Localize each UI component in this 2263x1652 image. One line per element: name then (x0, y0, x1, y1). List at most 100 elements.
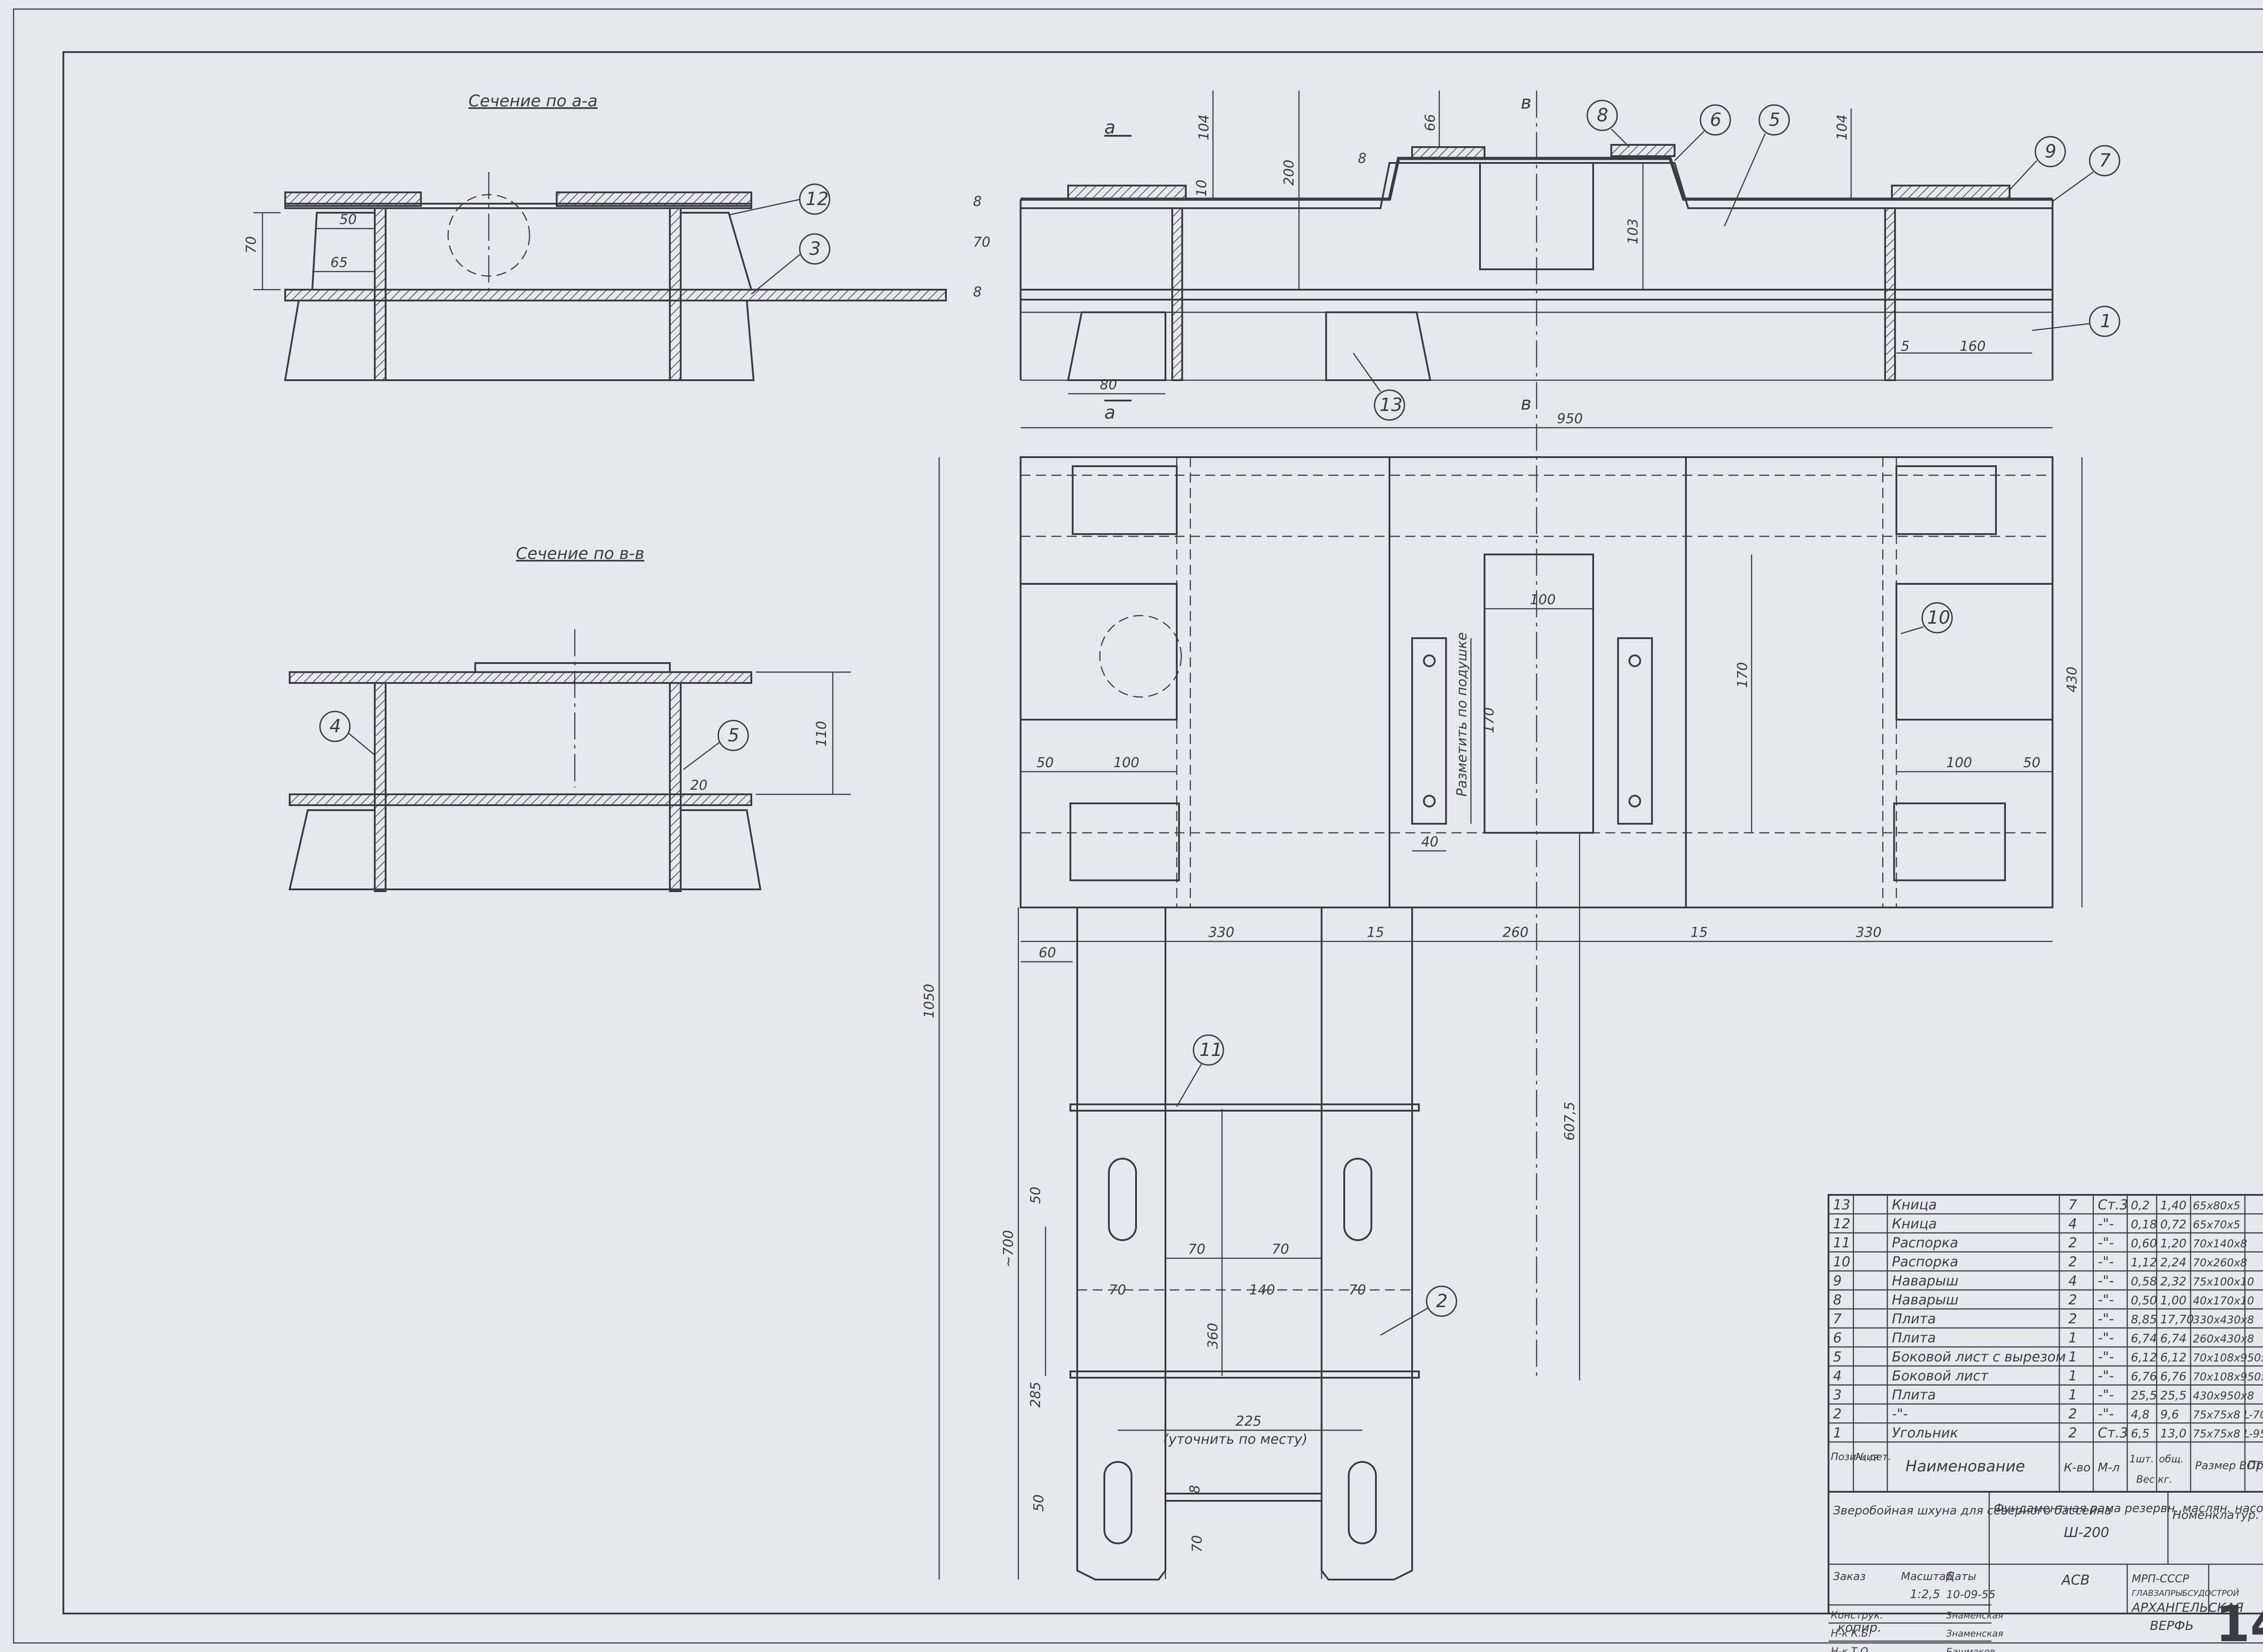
drawing-number: 1465 (2215, 1595, 2263, 1652)
title-org1: МРП-СССР (2132, 1572, 2189, 1585)
svg-text:170: 170 (1481, 707, 1497, 733)
bom-h-weight: Вес кг. (2136, 1474, 2172, 1485)
bom-weight-each: 0,58 (2131, 1275, 2157, 1289)
bom-name: Угольник (1892, 1425, 1958, 1441)
bom-name: Кница (1892, 1197, 1937, 1213)
bom-name: Кница (1892, 1216, 1937, 1232)
svg-text:70: 70 (1109, 1282, 1126, 1298)
bom-weight-each: 4,8 (2131, 1408, 2149, 1422)
balloon-5b (1758, 104, 1790, 136)
bom-qty: 4 (2068, 1216, 2077, 1232)
section-bb-title: Сечение по в-в (516, 544, 645, 563)
svg-text:140: 140 (1249, 1282, 1275, 1298)
bom-material: Ст.3 (2098, 1197, 2128, 1213)
balloon-1 (2089, 306, 2120, 337)
elev-web-left (1171, 207, 1183, 381)
title-name: Башмаков (1946, 1646, 1995, 1652)
title-name: Знаменская (1946, 1610, 2003, 1621)
svg-text:10: 10 (1194, 180, 1210, 197)
section-aa: Сечение по а-а 70 50 65 12 3 (243, 92, 947, 381)
bom-size: 70х260х8 (2193, 1256, 2247, 1269)
bom-weight-each: 6,76 (2131, 1370, 2157, 1384)
bom-weight-total: 1,00 (2160, 1294, 2187, 1308)
aa-hole-outline (447, 194, 530, 277)
bom-material: -"- (2098, 1235, 2114, 1251)
title-date: 10-09-55 (1946, 1588, 1996, 1601)
balloon-12 (799, 183, 831, 215)
title-role: Н-к К.Б. (1831, 1628, 1871, 1639)
aa-lower-knee-left (284, 300, 376, 381)
bracket-left (1411, 637, 1447, 825)
elevation-view: а а в в 950 80 104 10 200 66 8 103 104 5… (973, 91, 2120, 1380)
outer-frame (13, 8, 2263, 1644)
elev-top-plate (1021, 157, 2053, 201)
bom-weight-total: 6,74 (2160, 1332, 2187, 1346)
svg-text:200: 200 (1281, 160, 1297, 186)
svg-text:(уточнить по месту): (уточнить по месту) (1163, 1432, 1308, 1447)
bom-size: 70х108х950х8 (2193, 1351, 2263, 1364)
bom-material: -"- (2098, 1368, 2114, 1384)
copy-label: копир. (1838, 1620, 1881, 1635)
svg-text:50: 50 (1036, 755, 1054, 771)
plan-plate-left (1020, 456, 1390, 908)
svg-text:104: 104 (1196, 115, 1212, 140)
balloon-4 (319, 711, 351, 742)
svg-text:50: 50 (1031, 1494, 1047, 1512)
balloon-9 (2034, 136, 2066, 167)
bom-pos: 5 (1833, 1349, 1842, 1365)
slot-2 (1343, 1158, 1372, 1241)
bom-size: 40х170х10 (2193, 1294, 2254, 1307)
spacer-11 (1069, 1103, 1420, 1112)
bom-qty: 1 (2068, 1349, 2077, 1365)
pad-mr (1895, 583, 2053, 721)
bom-name: Боковой лист с вырезом (1892, 1349, 2066, 1365)
bom-weight-each: 6,74 (2131, 1332, 2157, 1346)
bom-qty: 1 (2068, 1387, 2077, 1403)
bom-size: 260х430х8 (2193, 1332, 2254, 1345)
bom-name: Наварыш (1892, 1273, 1958, 1289)
bom-size: 330х430х8 (2193, 1313, 2254, 1326)
bom-material: -"- (2098, 1387, 2114, 1403)
aa-lower-knee-right (680, 300, 755, 381)
bom-name: Наварыш (1892, 1292, 1958, 1308)
bom-h-qty: К-во (2064, 1461, 2091, 1475)
pad-br (1893, 802, 2006, 881)
svg-text:а: а (1104, 117, 1116, 138)
balloon-10 (1921, 602, 1953, 634)
bb-pad (474, 662, 671, 673)
svg-text:65: 65 (330, 255, 348, 271)
bom-pos: 12 (1833, 1216, 1850, 1232)
svg-text:103: 103 (1625, 219, 1641, 244)
bom-weight-total: 17,70 (2160, 1313, 2194, 1327)
bom-h-note: Примеч. (2247, 1459, 2263, 1472)
bom-pos: 9 (1833, 1273, 1842, 1289)
inner-frame (62, 51, 2263, 1614)
bb-web-left (374, 682, 387, 892)
aa-mid-plate (284, 289, 947, 301)
svg-text:а: а (1104, 402, 1116, 423)
bom-weight-each: 6,12 (2131, 1351, 2157, 1365)
bom-pos: 8 (1833, 1292, 1842, 1308)
bom-pos: 3 (1833, 1387, 1842, 1403)
title-part: Фундаментная рама резервн. маслян. насос… (1994, 1502, 2263, 1515)
svg-text:100: 100 (1946, 755, 1972, 771)
aa-knee-right (680, 212, 753, 291)
bom-weight-each: 0,18 (2131, 1218, 2157, 1232)
pad-tl (1072, 465, 1178, 535)
bom-weight-each: 1,12 (2131, 1256, 2157, 1270)
pad-center (1484, 554, 1594, 834)
bom-weight-total: 6,12 (2160, 1351, 2187, 1365)
bom-name: Распорка (1892, 1254, 1958, 1270)
bom-material: -"- (2098, 1292, 2114, 1308)
title-scale-label: Масштаб (1901, 1570, 1953, 1583)
svg-text:8: 8 (1597, 105, 1608, 126)
aa-knee-left (311, 212, 376, 291)
bom-size: 430х950х8 (2193, 1389, 2254, 1402)
svg-text:в: в (1521, 92, 1532, 113)
bom-weight-each: 0,50 (2131, 1294, 2157, 1308)
bom-material: -"- (2098, 1406, 2114, 1422)
bom-pos: 10 (1833, 1254, 1850, 1270)
pad-ml (1020, 583, 1178, 721)
